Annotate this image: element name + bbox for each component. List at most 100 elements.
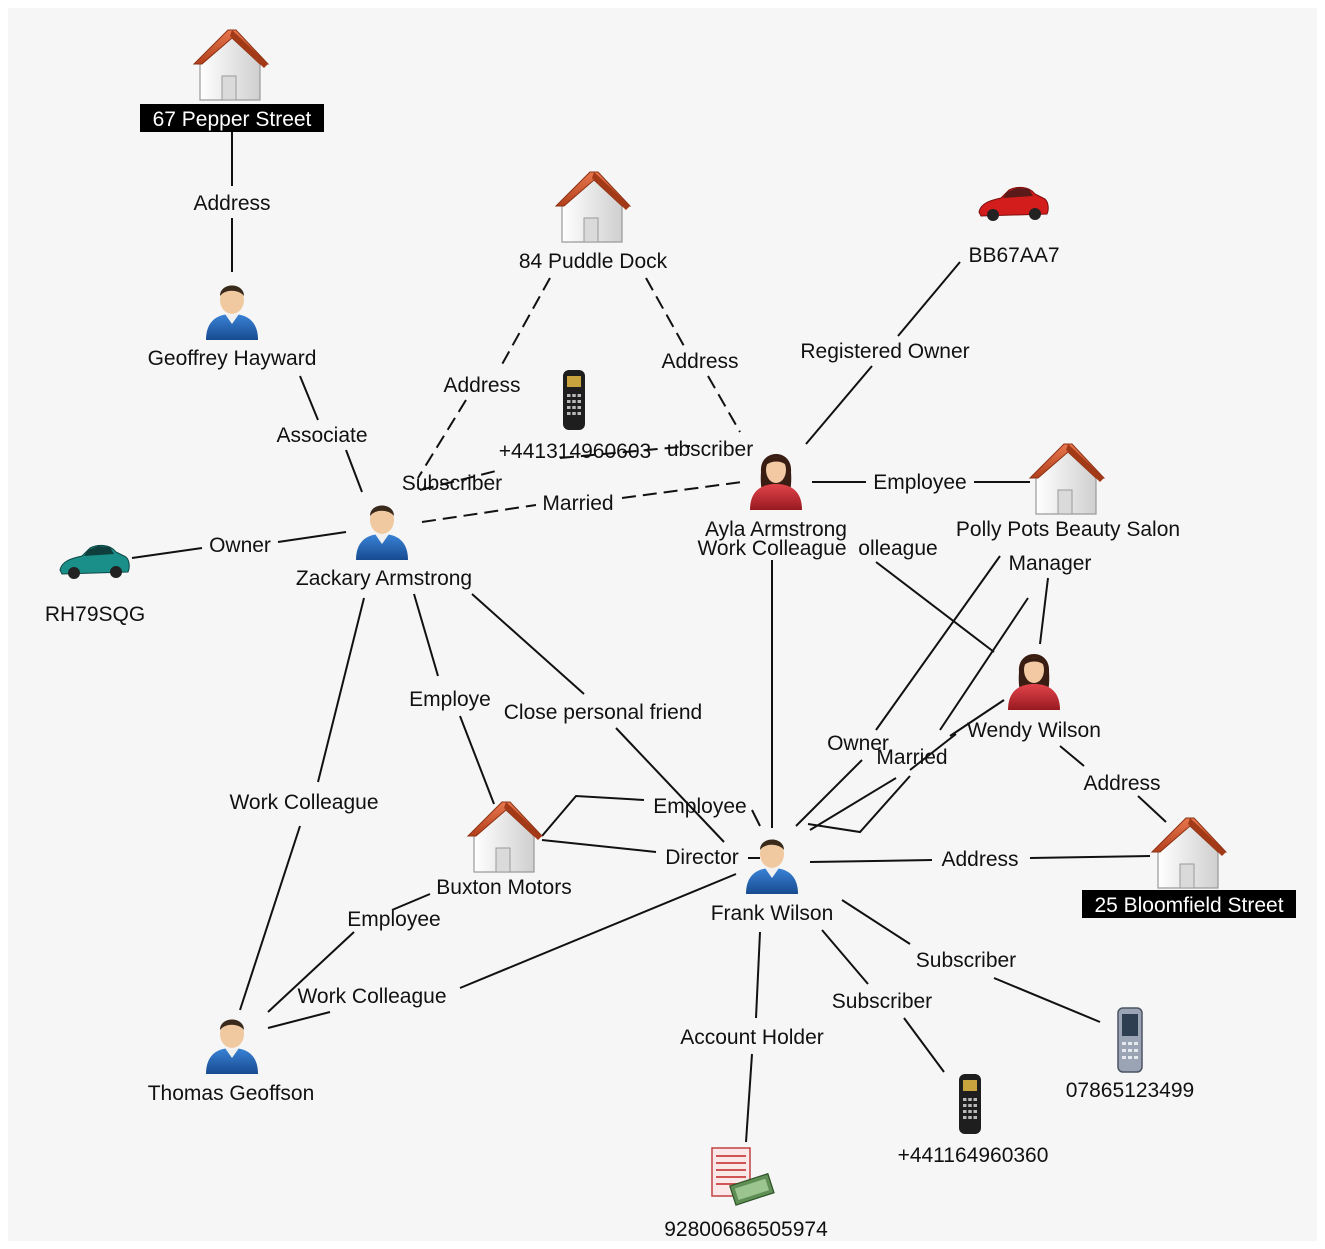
node-label: Wendy Wilson — [967, 719, 1101, 742]
node-label: Zackary Armstrong — [296, 567, 472, 590]
edge-label-work-colleague: Work Colleague — [229, 791, 378, 814]
edge-line — [795, 555, 1001, 827]
house-icon — [1151, 817, 1227, 889]
person-male-icon — [206, 285, 258, 340]
edge-label-associate: Associate — [276, 424, 367, 447]
node-label: Thomas Geoffson — [148, 1082, 315, 1105]
edge-line — [421, 481, 743, 523]
edge-line — [1039, 577, 1049, 645]
person-male-icon — [206, 1019, 258, 1074]
teal-car-icon — [59, 544, 130, 580]
node-label: Geoffrey Hayward — [148, 347, 317, 370]
edge-line — [809, 855, 1151, 863]
node-label: BB67AA7 — [968, 244, 1059, 267]
node-ayla-armstrong[interactable]: Ayla Armstrong — [705, 454, 847, 541]
node-label: 84 Puddle Dock — [519, 250, 668, 273]
edge-label-owner: Owner — [827, 732, 889, 755]
person-female-icon — [750, 454, 802, 510]
node-buxton-motors[interactable]: Buxton Motors — [436, 801, 572, 899]
node-label: 07865123499 — [1066, 1079, 1194, 1102]
person-male-icon — [356, 505, 408, 560]
node-phone-441314960603[interactable]: +441314960603 — [499, 370, 651, 463]
edge-line — [805, 261, 961, 445]
edge-label-employee-partial: Employe — [409, 688, 491, 711]
edge-line — [821, 929, 945, 1073]
node-account-92800686505974[interactable]: 92800686505974 — [664, 1147, 828, 1241]
edge-label-manager: Manager — [1009, 552, 1092, 575]
node-label: 92800686505974 — [664, 1218, 828, 1241]
edge-line — [417, 277, 551, 479]
edge-line — [1059, 745, 1167, 823]
selected-label-background — [1082, 890, 1296, 918]
edge-line — [419, 445, 691, 491]
house-icon — [555, 171, 631, 243]
edge-label-close-personal-friend: Close personal friend — [504, 701, 702, 724]
node-zackary-armstrong[interactable]: Zackary Armstrong — [296, 505, 472, 591]
edge-label-subscriber: Subscriber — [832, 990, 932, 1013]
edge-label-address: Address — [941, 848, 1018, 871]
edge-label-employee: Employee — [347, 908, 440, 931]
edge-line — [745, 931, 761, 1143]
node-label: 67 Pepper Street — [153, 108, 312, 131]
node-label: +441164960360 — [898, 1144, 1049, 1167]
edge-label-address: Address — [661, 350, 738, 373]
node-mobile-07865123499[interactable]: 07865123499 — [1066, 1007, 1194, 1102]
edge-label-subscriber: Subscriber — [916, 949, 1016, 972]
house-icon — [1029, 443, 1105, 515]
person-female-icon — [1008, 654, 1060, 710]
person-male-icon — [746, 839, 798, 894]
node-label: Ayla Armstrong — [705, 518, 847, 541]
house-icon — [467, 801, 543, 873]
edge-line — [413, 593, 495, 805]
node-label: Frank Wilson — [711, 902, 834, 925]
node-84-puddle-dock[interactable]: 84 Puddle Dock — [519, 171, 668, 273]
node-wendy-wilson[interactable]: Wendy Wilson — [967, 654, 1101, 742]
edge-label-address: Address — [193, 192, 270, 215]
edge-line — [841, 899, 1101, 1023]
edge-line — [239, 597, 365, 1011]
node-thomas-geoffson[interactable]: Thomas Geoffson — [148, 1019, 315, 1106]
edge-line — [949, 699, 1005, 737]
mobile-phone-icon — [1117, 1007, 1143, 1073]
edge-label-director: Director — [665, 846, 739, 869]
edge-labels: Address Associate Address Address Regist… — [193, 192, 1160, 1049]
node-bb67aa7[interactable]: BB67AA7 — [968, 186, 1060, 267]
node-label: +441314960603 — [499, 440, 651, 463]
edge-label-owner: Owner — [209, 534, 271, 557]
edge-line — [267, 893, 431, 1013]
edge-line — [645, 277, 741, 433]
edge-line — [471, 593, 725, 843]
node-polly-pots-beauty-salon[interactable]: Polly Pots Beauty Salon — [956, 443, 1180, 541]
edge-line — [131, 531, 347, 559]
edge-label-account-holder: Account Holder — [680, 1026, 824, 1049]
edge-line — [875, 561, 995, 653]
edges — [131, 132, 1167, 1143]
edge-label-married: Married — [542, 492, 613, 515]
house-icon — [193, 29, 269, 101]
edge-line — [299, 375, 363, 493]
edge-label-married: Married — [876, 746, 947, 769]
node-frank-wilson[interactable]: Frank Wilson — [711, 839, 834, 926]
red-car-icon — [978, 186, 1049, 222]
edge-label-subscriber-partial: ubscriber — [667, 438, 753, 461]
node-label: Polly Pots Beauty Salon — [956, 518, 1180, 541]
edge-label-employee: Employee — [873, 471, 966, 494]
edge-label-subscriber: Subscriber — [402, 472, 502, 495]
bank-account-icon — [711, 1147, 776, 1207]
node-rh79sqg[interactable]: RH79SQG — [45, 544, 145, 626]
edge-line — [807, 597, 1029, 834]
edge-line — [541, 839, 760, 859]
node-67-pepper-street[interactable]: 67 Pepper Street — [140, 29, 324, 132]
edge-label-colleague-partial: olleague — [858, 537, 937, 560]
node-phone-441164960360[interactable]: +441164960360 — [898, 1074, 1049, 1167]
edge-line — [809, 733, 957, 831]
node-label: 25 Bloomfield Street — [1094, 894, 1283, 917]
node-geoffrey-hayward[interactable]: Geoffrey Hayward — [148, 285, 317, 371]
edge-label-work-colleague: Work Colleague — [697, 537, 846, 560]
edge-label-work-colleague: Work Colleague — [297, 985, 446, 1008]
cordless-phone-icon — [959, 1074, 981, 1134]
node-25-bloomfield-street[interactable]: 25 Bloomfield Street — [1082, 817, 1296, 918]
edge-label-address: Address — [1083, 772, 1160, 795]
